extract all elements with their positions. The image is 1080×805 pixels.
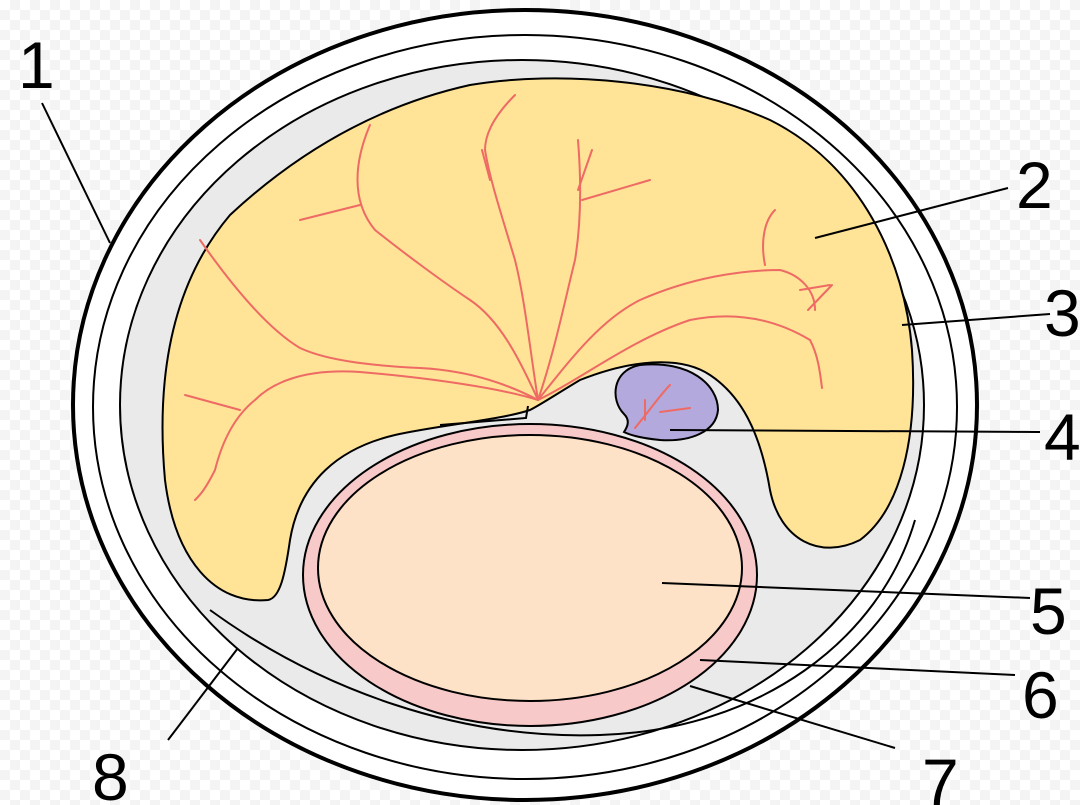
leader-3 bbox=[901, 313, 1051, 326]
mass-notch bbox=[439, 405, 529, 426]
label-4: 4 bbox=[1044, 400, 1080, 474]
leader-5 bbox=[661, 582, 1031, 599]
large-body bbox=[317, 434, 743, 702]
small-body-vessel bbox=[634, 384, 691, 429]
leader-4 bbox=[669, 429, 1041, 433]
label-5: 5 bbox=[1030, 574, 1067, 648]
leader-8 bbox=[167, 647, 239, 741]
leader-6 bbox=[699, 659, 1016, 676]
leader-2 bbox=[814, 187, 1009, 239]
leader-1 bbox=[41, 102, 111, 244]
leader-7 bbox=[689, 685, 896, 749]
label-1: 1 bbox=[18, 28, 55, 102]
label-6: 6 bbox=[1022, 658, 1059, 732]
outer-capsule-inner-edge bbox=[92, 34, 958, 780]
label-8: 8 bbox=[92, 740, 129, 805]
label-3: 3 bbox=[1044, 276, 1080, 350]
inner-membrane-line bbox=[209, 519, 916, 737]
label-2: 2 bbox=[1016, 148, 1053, 222]
leader-lines bbox=[41, 102, 1051, 749]
vessel-network bbox=[184, 94, 833, 501]
label-7: 7 bbox=[922, 745, 959, 805]
